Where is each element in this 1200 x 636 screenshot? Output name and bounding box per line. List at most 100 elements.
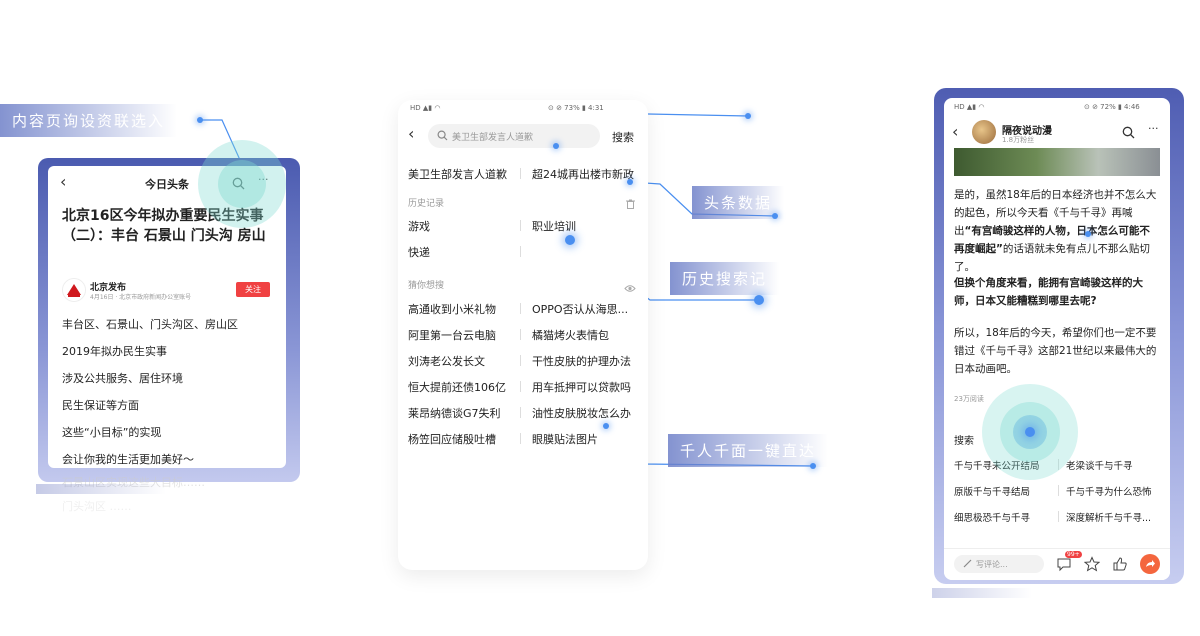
guess-item[interactable]: 阿里第一台云电脑 <box>408 329 496 342</box>
divider <box>520 303 521 314</box>
more-icon[interactable]: ··· <box>1148 122 1159 135</box>
guess-item[interactable]: 恒大提前还债106亿 <box>408 381 506 394</box>
search-icon[interactable] <box>1122 124 1135 143</box>
back-button[interactable]: ‹ <box>408 124 415 143</box>
paragraph: 2019年拟办民生实事 <box>62 345 167 358</box>
guess-item[interactable]: 油性皮肤脱妆怎么办 <box>532 407 631 420</box>
search-icon <box>437 130 448 141</box>
reflection-bar <box>36 484 166 494</box>
paragraph: 这些“小目标”的实现 <box>62 426 162 439</box>
guess-item[interactable]: 用车抵押可以贷款吗 <box>532 381 631 394</box>
avatar[interactable] <box>62 278 86 302</box>
guess-item[interactable]: OPPO否认从海思... <box>532 303 629 316</box>
related-search-item[interactable]: 千与千寻为什么恐怖 <box>1066 487 1152 498</box>
callout-history-search: 历史搜索记 <box>670 262 780 295</box>
history-item[interactable]: 快递 <box>408 246 430 259</box>
divider <box>1058 459 1059 470</box>
callout-dot <box>810 463 816 469</box>
follow-button[interactable]: 关注 <box>236 282 270 297</box>
like-icon[interactable] <box>1112 556 1128 576</box>
author-name[interactable]: 北京发布 <box>90 283 127 293</box>
phone3-screen: HD ▲▮ ◠ ⊙ ⊘ 72% ▮ 4:46 ‹ 隔夜说动漫 1.8万粉丝 ··… <box>944 98 1170 580</box>
divider <box>520 433 521 444</box>
guess-item[interactable]: 眼膜贴法图片 <box>532 433 598 446</box>
callout-dot <box>745 113 751 119</box>
more-icon[interactable]: ··· <box>258 173 269 186</box>
star-icon[interactable] <box>1083 556 1101 576</box>
suggestion-item[interactable]: 超24城再出楼市新政 <box>532 168 634 181</box>
comment-badge: 99+ <box>1065 551 1082 558</box>
paragraph: 丰台区、石景山、门头沟区、房山区 <box>62 318 238 331</box>
article-headline: 北京16区今年拟办重要民生实事（二）：丰台 石景山 门头沟 房山 <box>62 208 266 244</box>
callout-personalized: 千人千面一键直达 <box>668 434 829 467</box>
comment-placeholder: 写评论... <box>976 560 1008 569</box>
article-image <box>954 148 1160 176</box>
pencil-icon <box>963 559 972 568</box>
suggestion-item[interactable]: 美卫生部发言人道歉 <box>408 168 507 181</box>
trash-icon[interactable] <box>626 194 635 213</box>
guess-item[interactable]: 莱昂纳德谈G7失利 <box>408 407 501 420</box>
related-search-item[interactable]: 老梁谈千与千寻 <box>1066 461 1133 472</box>
article-paragraph-2: 但换个角度来看，能拥有宫崎骏这样的大师，日本又能糟糕到哪里去呢? <box>954 277 1143 307</box>
related-search-item[interactable]: 深度解析千与千寻... <box>1066 513 1152 524</box>
marker-dot <box>1025 427 1035 437</box>
guess-item[interactable]: 刘涛老公发长文 <box>408 355 485 368</box>
highlight-circle <box>198 140 286 228</box>
related-search-item[interactable]: 原版千与千寻结局 <box>954 487 1031 498</box>
divider <box>520 355 521 366</box>
divider <box>1058 485 1059 496</box>
article-paragraph-3: 所以，18年后的今天，希望你们也一定不要错过《千与千寻》这部21世纪以来最伟大的… <box>954 327 1157 375</box>
eye-icon[interactable] <box>624 278 636 297</box>
guess-item[interactable]: 高通收到小米礼物 <box>408 303 496 316</box>
comment-input[interactable]: 写评论... <box>954 555 1044 573</box>
divider <box>520 220 521 231</box>
divider <box>520 246 521 257</box>
guess-item[interactable]: 杨笠回应储殷吐槽 <box>408 433 496 446</box>
callout-dot <box>754 295 764 305</box>
status-bar-right: ⊙ ⊘ 72% ▮ 4:46 <box>1084 103 1140 111</box>
avatar[interactable] <box>972 120 996 144</box>
related-search-item[interactable]: 千与千寻未公开结局 <box>954 461 1040 472</box>
marker-dot <box>553 143 559 149</box>
highlight-circle <box>218 160 266 208</box>
divider <box>1058 511 1059 522</box>
fans-count: 1.8万粉丝 <box>1002 136 1035 144</box>
search-placeholder: 美卫生部发言人道歉 <box>452 133 534 143</box>
callout-content-page: 内容页询设资联选入 <box>0 104 178 137</box>
bottom-bar: 写评论... 99+ <box>944 548 1170 580</box>
author-name[interactable]: 隔夜说动漫 <box>1002 126 1052 137</box>
marker-dot <box>1085 231 1091 237</box>
marker-dot <box>627 179 633 185</box>
connector-content-page <box>200 119 241 161</box>
guess-item[interactable]: 橘猫烤火表情包 <box>532 329 609 342</box>
back-button[interactable]: ‹ <box>60 172 67 191</box>
phone2-screen: HD ▲▮ ◠ ⊙ ⊘ 73% ▮ 4:31 ‹ 美卫生部发言人道歉 搜索 美卫… <box>398 100 648 570</box>
marker-dot <box>565 235 575 245</box>
divider <box>520 329 521 340</box>
callout-toutiao-data: 头条数据 <box>692 186 785 219</box>
back-button[interactable]: ‹ <box>952 122 959 141</box>
phone1-screen: ‹ 今日头条 ··· 北京16区今年拟办重要民生实事（二）：丰台 石景山 门头沟… <box>48 166 286 468</box>
callout-dot <box>772 213 778 219</box>
paragraph: 会让你我的生活更加美好～ <box>62 453 194 466</box>
history-item[interactable]: 职业培训 <box>532 220 576 233</box>
reflection-text: 门头沟区 …… <box>62 500 132 513</box>
status-bar-right: ⊙ ⊘ 73% ▮ 4:31 <box>548 104 604 112</box>
divider <box>520 381 521 392</box>
share-icon[interactable] <box>1140 554 1160 574</box>
related-search-item[interactable]: 细思极恐千与千寻 <box>954 513 1031 524</box>
status-bar-left: HD ▲▮ ◠ <box>410 104 441 112</box>
search-input[interactable]: 美卫生部发言人道歉 <box>428 124 600 148</box>
author-meta: 4月16日 · 北京市政府新闻办公室账号 <box>90 294 192 301</box>
search-icon[interactable] <box>232 175 245 194</box>
comment-icon[interactable] <box>1056 556 1072 576</box>
history-label: 历史记录 <box>408 199 445 209</box>
read-count: 23万阅读 <box>954 395 984 403</box>
status-bar-left: HD ▲▮ ◠ <box>954 103 985 111</box>
reflection-text: 石景山区实现这些大目标…… <box>62 476 205 489</box>
search-button[interactable]: 搜索 <box>612 131 634 144</box>
history-item[interactable]: 游戏 <box>408 220 430 233</box>
marker-dot <box>603 423 609 429</box>
paragraph: 涉及公共服务、居住环境 <box>62 372 183 385</box>
guess-item[interactable]: 干性皮肤的护理办法 <box>532 355 631 368</box>
